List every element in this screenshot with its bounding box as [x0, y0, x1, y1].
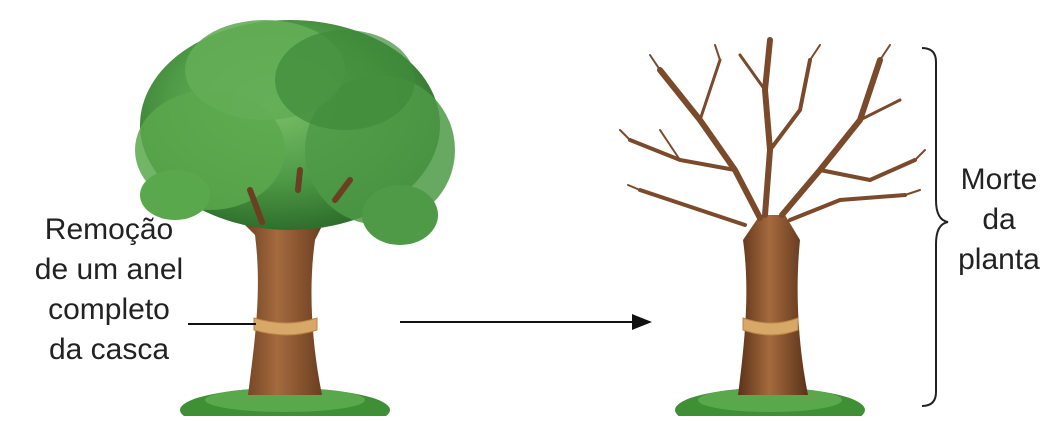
- bark-removal-label-line: de um anel: [14, 250, 204, 290]
- bark-removal-label-line: Remoção: [14, 210, 204, 250]
- bare-branches: [620, 40, 925, 225]
- plant-death-label-line: Morte: [944, 160, 1052, 200]
- plant-death-label-line: da: [944, 200, 1052, 240]
- plant-death-label-line: planta: [944, 240, 1052, 280]
- bark-removal-label-line: da casca: [14, 330, 204, 370]
- bark-removal-label: Remoção de um anel completo da casca: [14, 210, 204, 370]
- trunk-right: [738, 215, 808, 395]
- bark-removal-label-line: completo: [14, 290, 204, 330]
- arrow-right: [400, 314, 652, 330]
- dead-tree: [620, 40, 925, 416]
- plant-death-label: Morte da planta: [944, 160, 1052, 280]
